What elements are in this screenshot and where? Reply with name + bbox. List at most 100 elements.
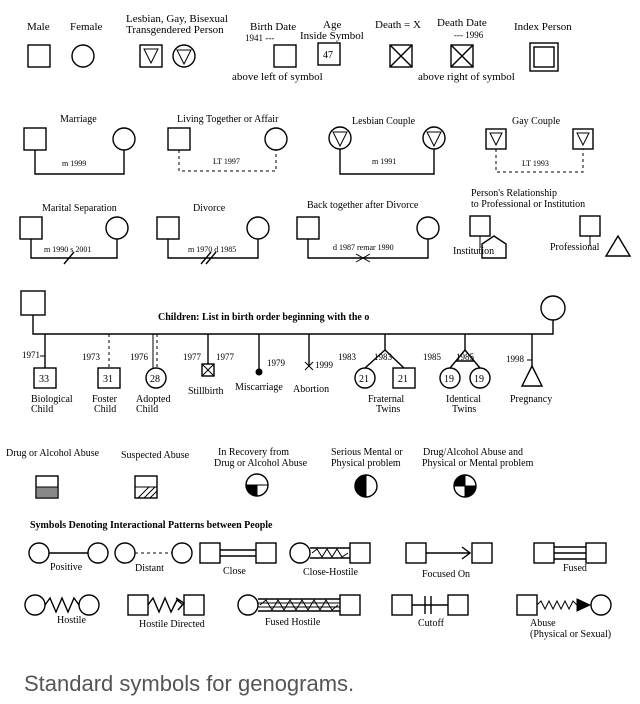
label-birth-date: Birth Date bbox=[250, 21, 296, 33]
back-cross-2 bbox=[355, 253, 371, 263]
lgbt-circle-triangle-icon bbox=[176, 49, 192, 66]
year-1977-b: 1977 bbox=[216, 352, 235, 362]
cutoff-right-icon bbox=[447, 594, 469, 616]
living-female-icon bbox=[264, 127, 288, 151]
label-suspected-abuse: Suspected Abuse bbox=[121, 450, 190, 461]
fraternal-twins-lines bbox=[364, 349, 405, 369]
foster-child-icon bbox=[97, 367, 121, 389]
label-hostile: Hostile bbox=[57, 615, 86, 626]
interaction-section: Symbols Denoting Interactional Patterns … bbox=[24, 520, 612, 640]
label-female: Female bbox=[70, 21, 102, 33]
marriage-line bbox=[34, 150, 125, 175]
lgbt-square-triangle-icon bbox=[143, 48, 159, 65]
gay-date: LT 1993 bbox=[522, 159, 549, 168]
separation-male-icon bbox=[19, 216, 43, 240]
fused-hostile-right-icon bbox=[339, 594, 361, 616]
index-person-outer-icon bbox=[529, 42, 559, 72]
label-age: Age bbox=[323, 19, 341, 31]
separation-row: Marital Separation m 1990 s 2001 Divorce… bbox=[19, 188, 632, 265]
label-mental-2: Physical problem bbox=[331, 458, 401, 469]
label-death-date: Death Date bbox=[437, 17, 487, 29]
fraternal-twin-1-icon bbox=[354, 367, 376, 389]
label-cutoff: Cutoff bbox=[418, 618, 445, 629]
close-hostile-right-icon bbox=[349, 542, 371, 564]
fused-hostile-left-icon bbox=[237, 594, 259, 616]
death-square-icon bbox=[389, 44, 413, 68]
identical-twin-1-icon bbox=[439, 367, 461, 389]
miscarriage-icon bbox=[255, 368, 263, 376]
death-date-square-icon bbox=[450, 44, 474, 68]
divorce-slash-2 bbox=[205, 251, 217, 265]
label-death: Death = X bbox=[375, 19, 421, 31]
separation-female-icon bbox=[105, 216, 129, 240]
label-living-together: Living Together or Affair bbox=[177, 114, 279, 125]
prof-person-2-icon bbox=[579, 215, 601, 237]
marriage-male-icon bbox=[23, 127, 47, 151]
label-institution: Institution bbox=[453, 246, 494, 257]
label-close: Close bbox=[223, 566, 246, 577]
label-miscarriage: Miscarriage bbox=[235, 382, 283, 393]
focused-right-icon bbox=[471, 542, 493, 564]
year-1983-b: 1983 bbox=[374, 352, 393, 362]
label-foster-1: Foster bbox=[92, 394, 118, 405]
pregnancy-triangle-icon bbox=[520, 364, 544, 387]
label-adopted-1: Adopted bbox=[136, 394, 170, 405]
label-age-inside: Inside Symbol bbox=[300, 30, 364, 42]
stillbirth-icon bbox=[201, 363, 215, 377]
cutoff-left-icon bbox=[391, 594, 413, 616]
label-recovery-1: In Recovery from bbox=[218, 447, 289, 458]
identical-twin-2-icon bbox=[469, 367, 491, 389]
label-gay-couple: Gay Couple bbox=[512, 116, 561, 127]
birth-date-square-icon bbox=[273, 44, 297, 68]
close-hostile-left-icon bbox=[289, 542, 311, 564]
label-foster-2: Child bbox=[94, 404, 116, 415]
back-female-icon bbox=[416, 216, 440, 240]
label-abuse-1: Abuse bbox=[530, 618, 556, 629]
divorce-female-icon bbox=[246, 216, 270, 240]
year-1977-a: 1977 bbox=[183, 352, 202, 362]
fused-left-icon bbox=[533, 542, 555, 564]
label-identical-1: Identical bbox=[446, 394, 481, 405]
children-title: Children: List in birth order beginning … bbox=[158, 312, 369, 323]
label-death-year: --- 1996 bbox=[454, 30, 484, 40]
lgbt-square-icon bbox=[139, 44, 163, 68]
biological-child-icon bbox=[33, 367, 57, 389]
label-above-right: above right of symbol bbox=[418, 71, 515, 83]
living-male-icon bbox=[167, 127, 191, 151]
marriage-date: m 1999 bbox=[62, 159, 86, 168]
gay-line bbox=[495, 149, 584, 173]
separation-line bbox=[30, 239, 118, 259]
lesbian-date: m 1991 bbox=[372, 157, 396, 166]
father-square-icon bbox=[20, 290, 46, 316]
label-divorce: Divorce bbox=[193, 203, 226, 214]
label-combo-2: Physical or Mental problem bbox=[422, 458, 534, 469]
label-prof-2: to Professional or Institution bbox=[471, 199, 585, 210]
year-1976: 1976 bbox=[130, 352, 149, 362]
age-19-a: 19 bbox=[444, 374, 454, 385]
identical-twins-lines bbox=[449, 348, 481, 369]
label-fused: Fused bbox=[563, 563, 587, 574]
caption: Standard symbols for genograms. bbox=[24, 671, 354, 696]
divorce-date: m 1970 d 1985 bbox=[188, 245, 236, 254]
basic-symbols-row: Male Female Lesbian, Gay, Bisexual Trans… bbox=[27, 13, 572, 83]
age-value: 47 bbox=[323, 50, 333, 61]
label-marriage: Marriage bbox=[60, 114, 97, 125]
label-focused: Focused On bbox=[422, 569, 470, 580]
label-distant: Distant bbox=[135, 563, 164, 574]
label-close-hostile: Close-Hostile bbox=[303, 567, 359, 578]
age-21-a: 21 bbox=[359, 374, 369, 385]
label-fraternal-2: Twins bbox=[376, 404, 400, 415]
divorce-male-icon bbox=[156, 216, 180, 240]
label-above-left: above left of symbol bbox=[232, 71, 323, 83]
label-biological-1: Biological bbox=[31, 394, 73, 405]
back-date: d 1987 remar 1990 bbox=[333, 243, 394, 252]
distant-right-icon bbox=[171, 542, 193, 564]
label-fraternal-1: Fraternal bbox=[368, 394, 404, 405]
label-fused-hostile: Fused Hostile bbox=[265, 617, 321, 628]
fused-right-icon bbox=[585, 542, 607, 564]
mother-circle-icon bbox=[540, 295, 566, 321]
label-drug-abuse: Drug or Alcohol Abuse bbox=[6, 448, 100, 459]
label-mental-1: Serious Mental or bbox=[331, 447, 403, 458]
age-28: 28 bbox=[150, 374, 160, 385]
